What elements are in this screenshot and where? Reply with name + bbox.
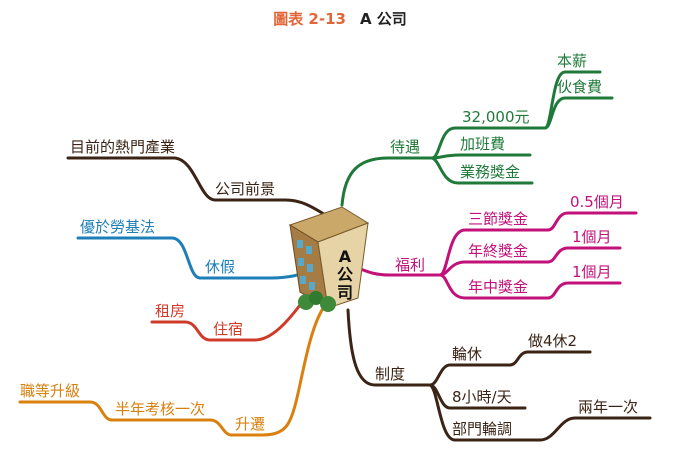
system-item-rotation-value: 做4休2 <box>528 332 578 350</box>
promotion-label: 升遷 <box>235 415 266 433</box>
system-item-dept-rotation: 部門輪調 <box>452 420 513 438</box>
treatment-overtime: 加班費 <box>460 135 506 153</box>
housing-item-rent: 租房 <box>155 302 186 320</box>
treatment-branch-lines <box>340 70 614 207</box>
diagram-title: 圖表 2-13 A 公司 <box>0 8 680 29</box>
system-item-hours: 8小時/天 <box>452 388 512 406</box>
figure-name: A 公司 <box>359 10 407 28</box>
prospect-branch-lines <box>66 156 332 220</box>
figure-number: 圖表 2-13 <box>273 10 346 28</box>
treatment-salary: 32,000元 <box>462 108 530 126</box>
housing-branch-lines <box>150 303 302 342</box>
system-item-rotation: 輪休 <box>452 345 483 363</box>
treatment-salary-meal: 伙食費 <box>557 78 603 96</box>
promotion-branch-lines <box>18 308 324 437</box>
welfare-label: 福利 <box>395 256 426 274</box>
promotion-item-semiannual-review: 半年考核一次 <box>115 400 206 418</box>
welfare-item-yearend-bonus: 年終獎金 <box>468 242 529 260</box>
center-label-top: A <box>338 247 352 266</box>
treatment-bonus: 業務獎金 <box>460 163 521 181</box>
center-label-bottom: 公司 <box>336 265 353 302</box>
promotion-item-grade-upgrade: 職等升級 <box>20 382 81 400</box>
treatment-label: 待遇 <box>390 138 421 156</box>
system-branch-lines <box>346 308 652 442</box>
leave-label: 休假 <box>205 258 236 276</box>
system-label: 制度 <box>375 365 406 383</box>
prospect-label: 公司前景 <box>215 180 276 198</box>
company-building <box>288 206 370 312</box>
leave-item-better-than-law: 優於勞基法 <box>80 218 156 236</box>
treatment-salary-base: 本薪 <box>557 52 588 70</box>
housing-label: 住宿 <box>213 320 244 338</box>
welfare-item-midyear-bonus-value: 1個月 <box>572 263 612 281</box>
welfare-item-midyear-bonus: 年中獎金 <box>468 278 529 296</box>
welfare-item-festival-bonus: 三節獎金 <box>468 210 529 228</box>
prospect-item-hot-industry: 目前的熱門產業 <box>70 138 176 156</box>
system-item-dept-rotation-value: 兩年一次 <box>578 398 639 416</box>
welfare-item-yearend-bonus-value: 1個月 <box>572 228 612 246</box>
welfare-item-festival-bonus-value: 0.5個月 <box>570 193 624 211</box>
welfare-branch-lines <box>356 211 638 300</box>
center-label: A 公司 <box>330 248 360 302</box>
leave-branch-lines <box>76 236 320 280</box>
